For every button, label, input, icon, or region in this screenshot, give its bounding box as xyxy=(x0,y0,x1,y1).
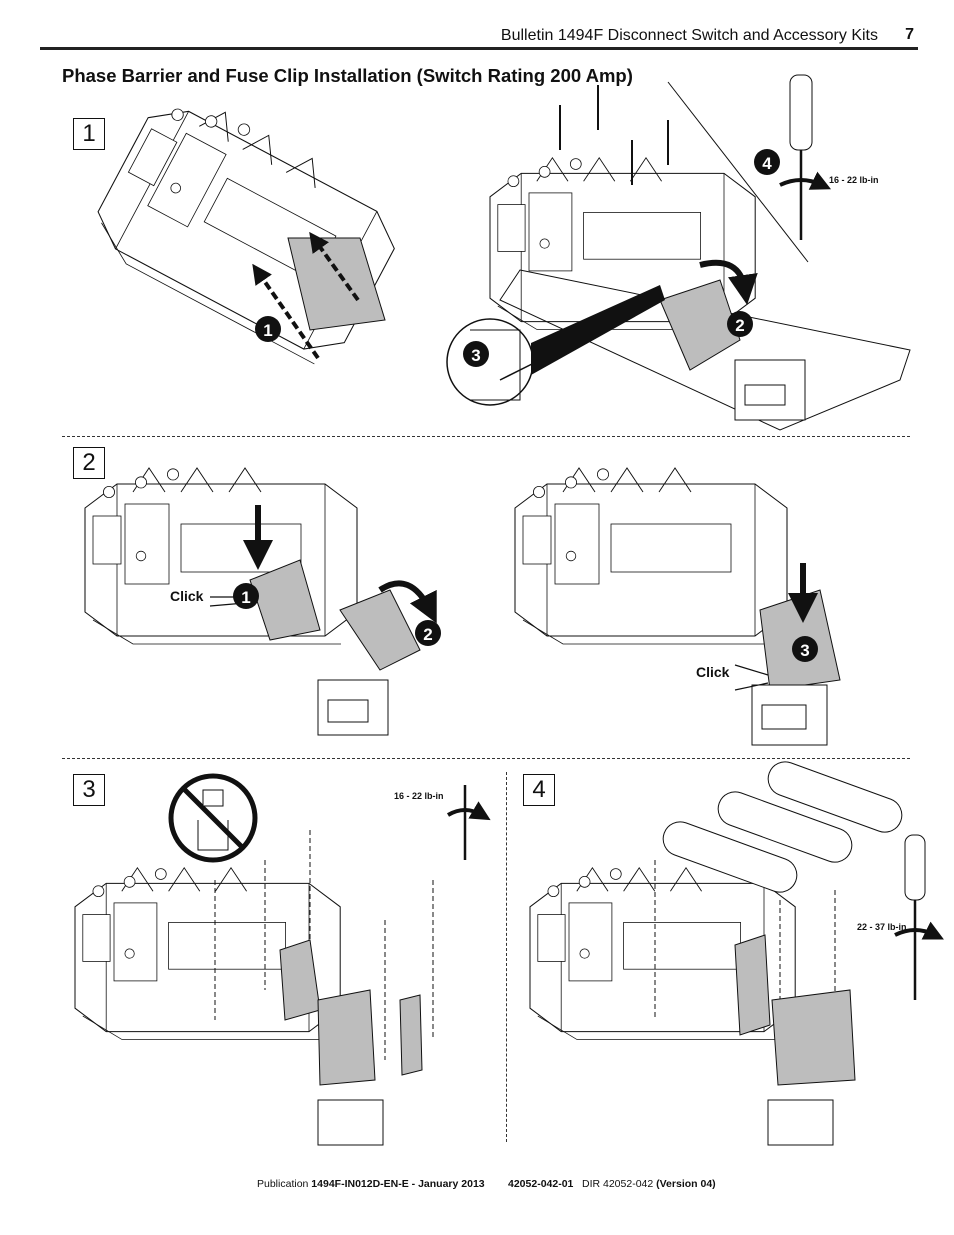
phase-barrier xyxy=(771,989,856,1086)
page-header: Bulletin 1494F Disconnect Switch and Acc… xyxy=(40,25,918,50)
page-number: 7 xyxy=(905,26,914,43)
bulletin-title: Bulletin 1494F Disconnect Switch and Acc… xyxy=(500,27,878,44)
switch-base-tilted xyxy=(82,80,415,373)
callout-1: 1 xyxy=(233,583,259,609)
leader-line xyxy=(667,81,809,263)
callout-2: 2 xyxy=(415,620,441,646)
svg-text:2: 2 xyxy=(423,625,432,644)
svg-text:3: 3 xyxy=(471,346,480,365)
step-3-box: 3 xyxy=(73,774,105,806)
assembly-guides xyxy=(654,860,836,1080)
callout-3: 3 xyxy=(792,636,818,662)
step-2-box: 2 xyxy=(73,447,105,479)
svg-text:1: 1 xyxy=(263,321,272,340)
fuse-clip-block xyxy=(767,1099,834,1146)
screwdriver-icon xyxy=(779,74,832,240)
svg-text:3: 3 xyxy=(800,641,809,660)
magnify-beam xyxy=(531,285,665,375)
svg-text:1: 1 xyxy=(241,588,250,607)
click-label: Click xyxy=(696,664,730,680)
step-1-box: 1 xyxy=(73,118,105,150)
switch-base-step2-right xyxy=(514,467,788,645)
fuse-clip-block xyxy=(734,359,806,421)
insert-arrow xyxy=(309,231,360,302)
click-lines xyxy=(734,664,769,691)
callout-4: 4 xyxy=(754,149,780,175)
torque-label: 16 - 22 lb-in xyxy=(829,175,879,185)
rotate-arrow xyxy=(378,580,437,624)
fuse-clip-block xyxy=(751,684,828,746)
click-label: Click xyxy=(170,588,204,604)
phase-barrier xyxy=(249,559,321,641)
phase-barrier xyxy=(287,237,386,331)
fuses xyxy=(662,761,903,893)
torque-label: 22 - 37 lb-in xyxy=(857,922,907,932)
insert-arrow xyxy=(252,263,320,360)
publication-info: Publication 1494F-IN012D-EN-E - January … xyxy=(257,1178,485,1190)
rotate-arrow xyxy=(699,259,758,305)
svg-text:2: 2 xyxy=(735,316,744,335)
fuse-clip-block xyxy=(317,1099,384,1146)
section-title: Phase Barrier and Fuse Clip Installation… xyxy=(62,65,633,86)
fuse-clip-block xyxy=(317,679,389,736)
step-divider-vertical xyxy=(506,772,507,1142)
clip-wrong-orientation xyxy=(202,789,224,807)
screwdriver-icon xyxy=(446,785,491,860)
phase-barrier xyxy=(339,589,421,671)
dir-version: DIR 42052-042 (Version 04) xyxy=(582,1178,716,1190)
assembly-guides xyxy=(214,830,434,1060)
callout-2: 2 xyxy=(727,311,753,337)
phase-barrier xyxy=(734,934,771,1036)
screwdriver-icon xyxy=(894,834,944,1000)
detail-clip xyxy=(470,329,521,401)
step-divider-1 xyxy=(62,436,910,437)
svg-text:4: 4 xyxy=(762,154,772,173)
prohibited-slash xyxy=(181,786,245,850)
torque-label: 16 - 22 lb-in xyxy=(394,791,444,801)
phase-barrier xyxy=(317,989,376,1086)
step-4-box: 4 xyxy=(523,774,555,806)
phase-barrier xyxy=(399,994,423,1076)
callout-1: 1 xyxy=(255,316,281,342)
phase-barrier xyxy=(659,279,741,371)
clip-wrong-orientation xyxy=(197,820,229,851)
mounting-plate xyxy=(499,269,911,431)
callout-3: 3 xyxy=(463,341,489,367)
step-divider-2 xyxy=(62,758,910,759)
doc-number: 42052-042-01 xyxy=(508,1178,574,1190)
